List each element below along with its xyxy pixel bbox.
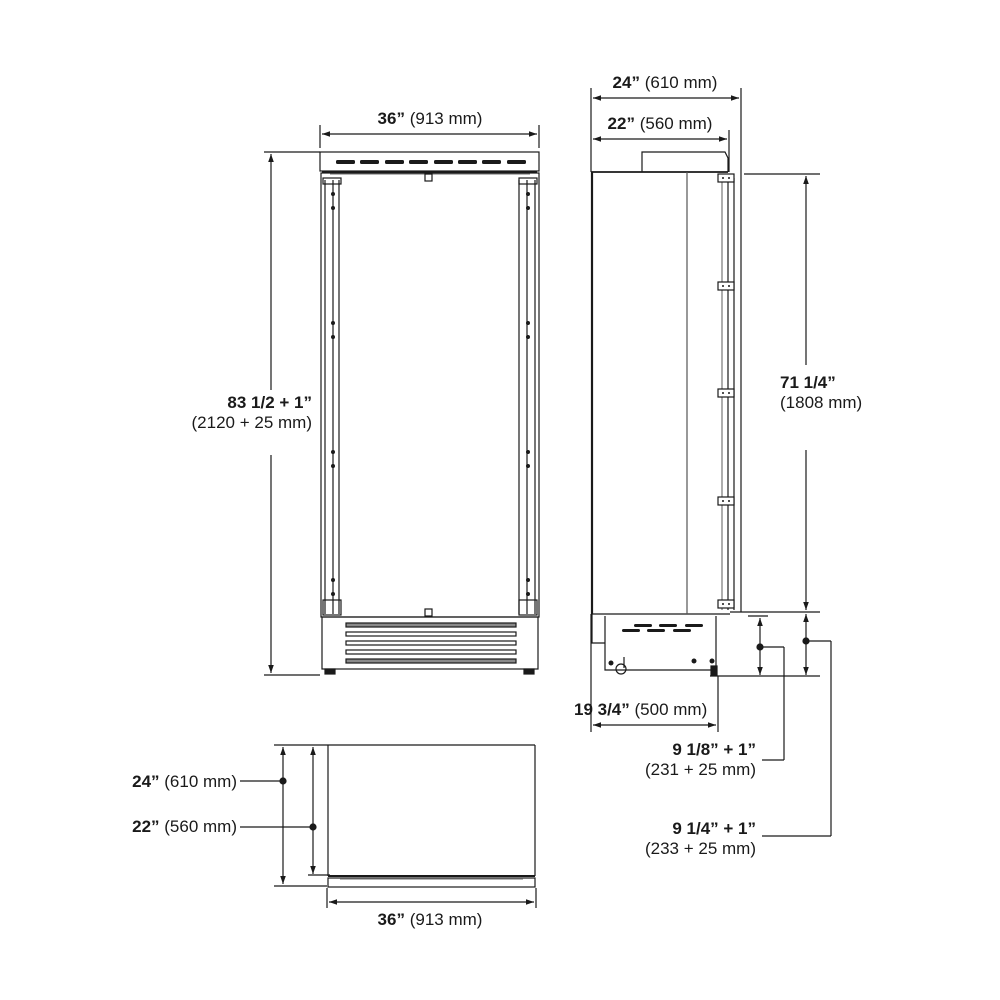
side-cabinet-depth-metric: (560 mm): [639, 114, 713, 133]
front-width-label: 36” (913 mm): [340, 109, 520, 129]
top-width-imperial: 36”: [377, 910, 405, 929]
top-cabinet-depth-imperial: 22”: [132, 817, 160, 836]
side-cabinet-depth-label: 22” (560 mm): [575, 114, 745, 134]
side-toe-kick-b-metric: (233 + 25 mm): [644, 839, 756, 858]
side-view: [590, 88, 832, 837]
side-door-height-metric: (1808 mm): [780, 393, 863, 412]
front-width-metric: (913 mm): [409, 109, 483, 128]
top-view: [240, 744, 537, 908]
side-toe-kick-a-imperial: 9 1/8” + 1”: [672, 740, 756, 759]
side-base-depth-label: 19 3/4” (500 mm): [574, 700, 707, 720]
side-door-height-imperial: 71 1/4”: [780, 373, 836, 392]
side-base-depth-metric: (500 mm): [634, 700, 708, 719]
top-overall-depth-metric: (610 mm): [164, 772, 237, 791]
side-overall-depth-metric: (610 mm): [644, 73, 718, 92]
top-width-label: 36” (913 mm): [340, 910, 520, 930]
side-overall-depth-imperial: 24”: [612, 73, 640, 92]
top-cabinet-depth-label: 22” (560 mm): [80, 817, 237, 837]
front-width-imperial: 36”: [377, 109, 405, 128]
side-toe-kick-b-label: 9 1/4” + 1” (233 + 25 mm): [600, 819, 756, 859]
side-overall-depth-label: 24” (610 mm): [580, 73, 750, 93]
side-cabinet-depth-imperial: 22”: [607, 114, 635, 133]
side-base-depth-imperial: 19 3/4”: [574, 700, 630, 719]
side-toe-kick-a-metric: (231 + 25 mm): [644, 760, 756, 779]
side-toe-kick-a-label: 9 1/8” + 1” (231 + 25 mm): [600, 740, 756, 780]
side-toe-kick-b-imperial: 9 1/4” + 1”: [672, 819, 756, 838]
side-door-height-label: 71 1/4” (1808 mm): [780, 373, 862, 413]
front-view: [264, 125, 540, 676]
top-overall-depth-imperial: 24”: [132, 772, 160, 791]
front-height-label: 83 1/2 + 1” (2120 + 25 mm): [120, 393, 312, 433]
top-width-metric: (913 mm): [409, 910, 483, 929]
front-height-metric: (2120 + 25 mm): [191, 413, 312, 432]
top-cabinet-depth-metric: (560 mm): [164, 817, 237, 836]
front-height-imperial: 83 1/2 + 1”: [227, 393, 312, 412]
top-overall-depth-label: 24” (610 mm): [80, 772, 237, 792]
